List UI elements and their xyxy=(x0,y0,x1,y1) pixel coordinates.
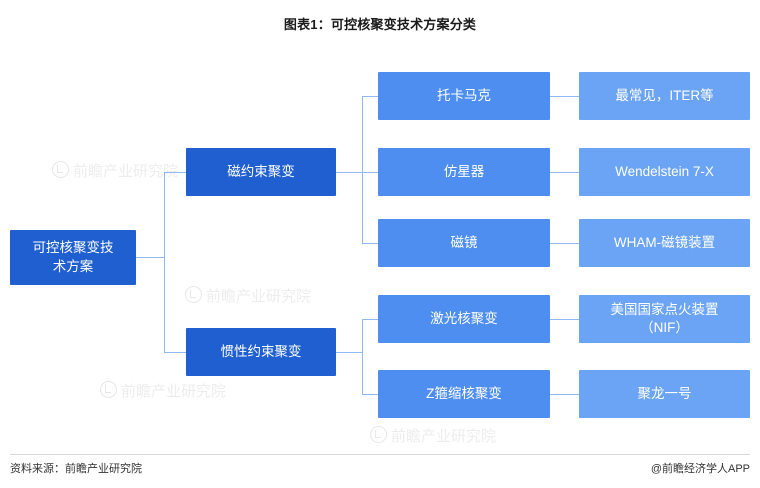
node-detail-tokamak[interactable]: 最常见，ITER等 xyxy=(579,72,750,120)
connector-branch1-spine xyxy=(362,96,363,243)
connector-branch1-child3 xyxy=(362,243,378,244)
node-child-stellarator[interactable]: 仿星器 xyxy=(378,148,550,196)
connector-branch2-spine xyxy=(362,319,363,394)
watermark-logo-icon xyxy=(370,426,387,443)
connector-root-stub xyxy=(136,257,164,258)
node-branch-inertial[interactable]: 惯性约束聚变 xyxy=(186,328,336,376)
connector-to-branch-2 xyxy=(164,352,186,353)
watermark: 前瞻产业研究院 xyxy=(185,285,311,306)
connector-to-branch-1 xyxy=(164,172,186,173)
page-title: 图表1：可控核聚变技术方案分类 xyxy=(283,17,477,32)
watermark-logo-icon xyxy=(52,161,69,178)
watermark: 前瞻产业研究院 xyxy=(370,425,496,446)
connector-branch2-child2 xyxy=(362,394,378,395)
source-note: 资料来源：前瞻产业研究院 xyxy=(10,463,142,475)
connector-branch2-child1 xyxy=(362,319,378,320)
connector-detail-5 xyxy=(550,394,579,395)
node-child-z-pinch[interactable]: Z箍缩核聚变 xyxy=(378,370,550,418)
connector-branch1-child2 xyxy=(362,172,378,173)
watermark: 前瞻产业研究院 xyxy=(52,160,178,181)
connector-root-spine xyxy=(164,172,165,352)
connector-branch1-stub xyxy=(336,172,362,173)
connector-detail-2 xyxy=(550,172,579,173)
node-child-laser-fusion[interactable]: 激光核聚变 xyxy=(378,295,550,343)
node-detail-laser-fusion[interactable]: 美国国家点火装置 （NIF） xyxy=(579,295,750,343)
node-branch-magnetic[interactable]: 磁约束聚变 xyxy=(186,148,336,196)
watermark: 前瞻产业研究院 xyxy=(100,380,226,401)
connector-branch2-stub xyxy=(336,352,362,353)
node-child-tokamak[interactable]: 托卡马克 xyxy=(378,72,550,120)
connector-detail-4 xyxy=(550,319,579,320)
connector-detail-3 xyxy=(550,243,579,244)
node-detail-z-pinch[interactable]: 聚龙一号 xyxy=(579,370,750,418)
watermark-logo-icon xyxy=(185,286,202,303)
node-detail-magnetic-mirror[interactable]: WHAM-磁镜装置 xyxy=(579,219,750,267)
node-child-magnetic-mirror[interactable]: 磁镜 xyxy=(378,219,550,267)
node-detail-stellarator[interactable]: Wendelstein 7-X xyxy=(579,148,750,196)
node-root[interactable]: 可控核聚变技 术方案 xyxy=(10,230,136,285)
brand-note: @前瞻经济学人APP xyxy=(650,463,750,475)
connector-branch1-child1 xyxy=(362,96,378,97)
footer-divider xyxy=(10,454,750,455)
watermark-logo-icon xyxy=(100,381,117,398)
connector-detail-1 xyxy=(550,96,579,97)
